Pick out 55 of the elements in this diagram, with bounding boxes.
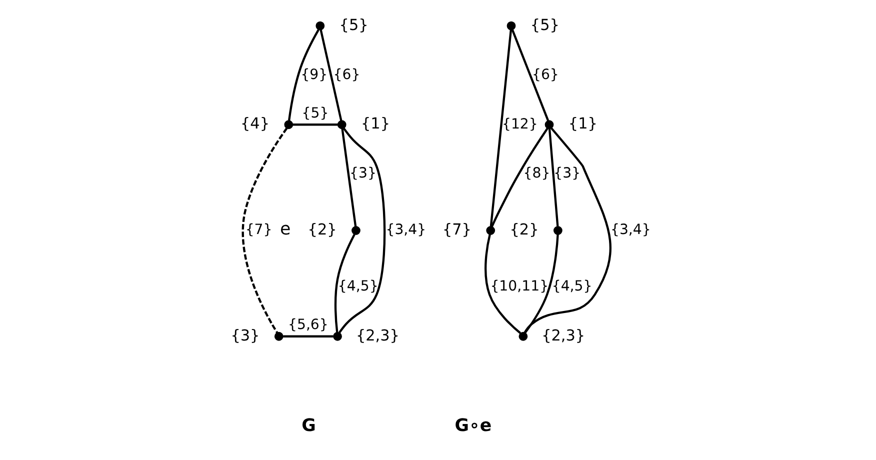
connector <box>241 127 288 333</box>
edge-label: {10,11} <box>490 278 548 294</box>
node-circle <box>518 331 528 340</box>
node-label: {2} <box>307 220 336 238</box>
connector <box>484 234 521 334</box>
connector <box>287 28 319 120</box>
node-label: {2} <box>509 220 538 238</box>
connector <box>282 334 333 337</box>
connector <box>338 127 386 333</box>
node-label: {2,3} <box>355 326 399 344</box>
node-circle <box>544 120 554 129</box>
connector <box>523 127 611 333</box>
connector <box>490 127 548 227</box>
edge-label: {7} <box>244 222 272 238</box>
node-circle <box>284 120 293 129</box>
node-label: {7} <box>442 220 471 238</box>
node-label: {4} <box>240 114 269 132</box>
edge-label: {6} <box>531 66 558 82</box>
node-circle <box>274 331 283 340</box>
connector <box>334 234 355 332</box>
edge-label: {5} <box>301 104 328 121</box>
connector <box>489 29 512 226</box>
node-label: {1} <box>568 114 597 132</box>
connector <box>319 28 342 120</box>
edge-label: {4,5} <box>337 278 378 294</box>
edge-label: {6} <box>332 66 360 82</box>
edge-label: {5,6} <box>288 316 328 333</box>
node-circle <box>315 20 324 30</box>
node-circle <box>332 331 342 340</box>
node-circle <box>552 226 562 234</box>
node-circle <box>336 120 346 129</box>
connector <box>510 28 549 120</box>
node-label: {5} <box>530 15 559 34</box>
label: e <box>280 219 290 240</box>
edge-label: {3,4} <box>610 222 650 238</box>
label: G∘e <box>454 416 492 436</box>
node-circle <box>351 226 360 234</box>
connector <box>524 234 558 334</box>
edge-label: {3,4} <box>385 222 426 238</box>
node-label: {1} <box>360 114 390 132</box>
edge-label: {8} <box>522 165 550 182</box>
connector <box>548 128 558 226</box>
edge-label: {9} <box>300 66 328 82</box>
label: G <box>301 416 316 436</box>
connector <box>292 123 338 126</box>
node-label: {5} <box>338 15 368 34</box>
node-label: {2,3} <box>541 326 585 344</box>
connector <box>340 128 356 226</box>
edge-label: {12} <box>501 116 538 132</box>
edge-label: {3} <box>349 165 376 182</box>
edge-label: {4,5} <box>551 278 592 294</box>
node-circle <box>486 226 495 234</box>
edge-label: {3} <box>553 165 580 182</box>
node-label: {3} <box>230 326 260 344</box>
node-circle <box>506 20 516 30</box>
